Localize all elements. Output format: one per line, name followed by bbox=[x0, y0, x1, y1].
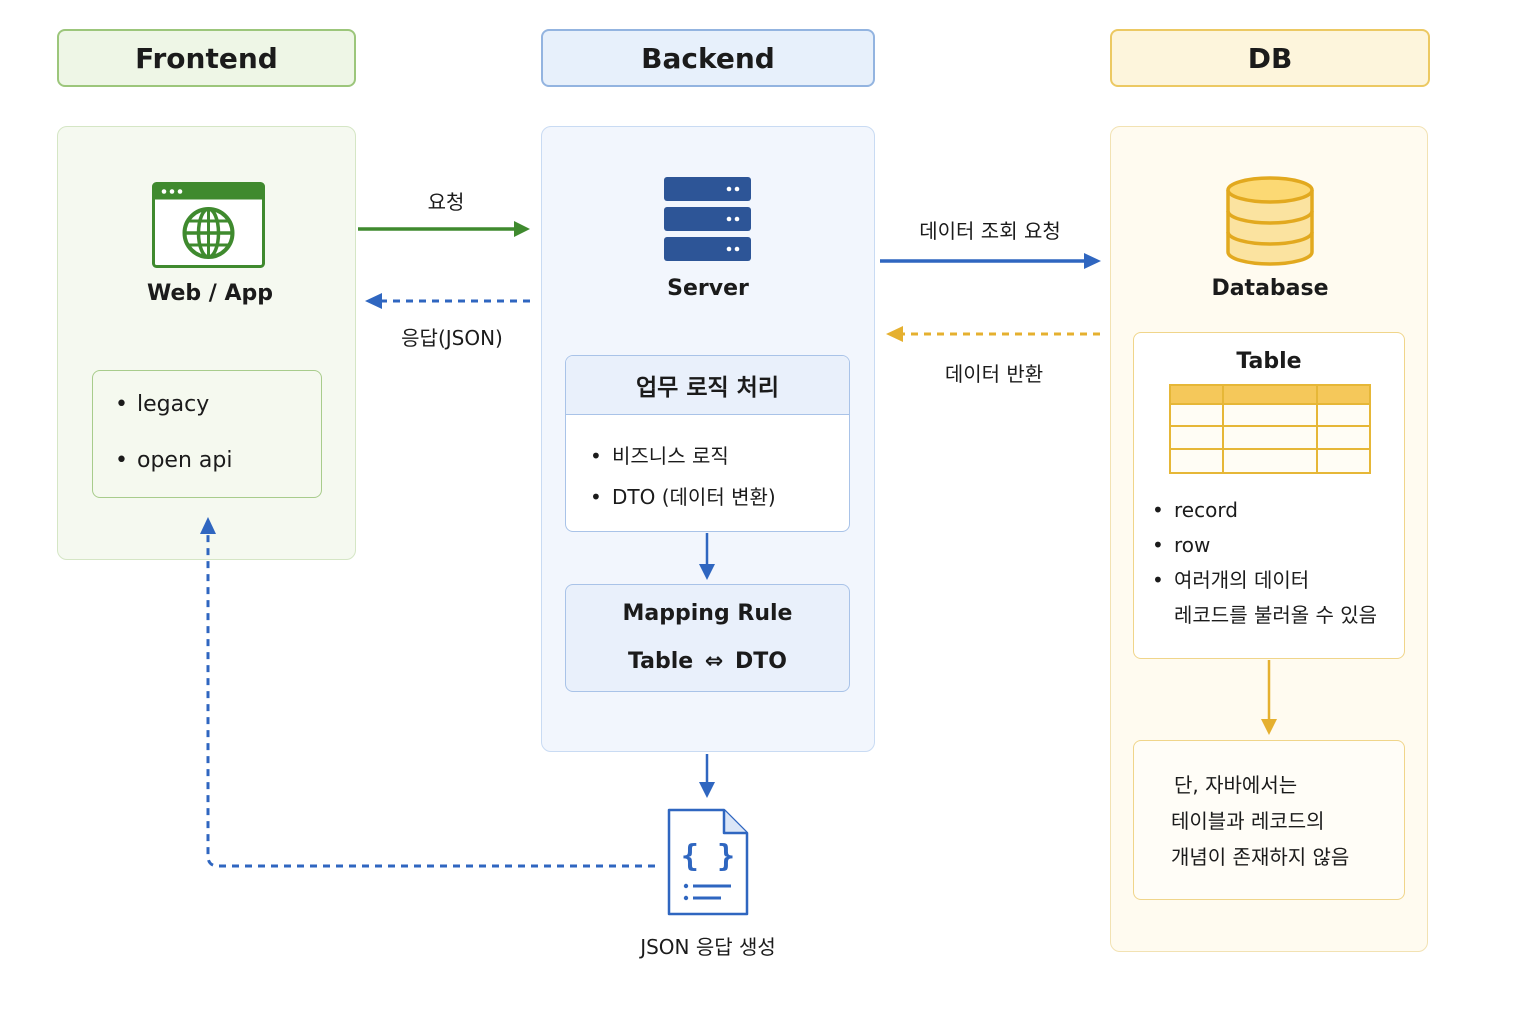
table-title: Table bbox=[1236, 349, 1302, 374]
server-label: Server bbox=[667, 276, 749, 301]
mapping-rule-formula: Table ⇔ DTO bbox=[566, 649, 849, 674]
list-item: 비즈니스 로직 bbox=[590, 436, 776, 477]
list-item: row bbox=[1152, 528, 1309, 563]
server-icon bbox=[664, 177, 751, 261]
list-item: legacy bbox=[115, 377, 232, 433]
note-line: 테이블과 레코드의 bbox=[1171, 809, 1325, 833]
note-line: 개념이 존재하지 않음 bbox=[1171, 845, 1350, 869]
business-logic-title: 업무 로직 처리 bbox=[566, 356, 849, 415]
table-list-continuation: 레코드를 불러올 수 있음 bbox=[1174, 603, 1378, 627]
business-logic-list: 비즈니스 로직 DTO (데이터 변환) bbox=[590, 436, 776, 518]
table-box: Table record row 여러개의 데이터 레코드를 불러올 수 있음 bbox=[1133, 332, 1405, 659]
database-label: Database bbox=[1211, 276, 1329, 301]
java-note-box: 단, 자바에서는 테이블과 레코드의 개념이 존재하지 않음 bbox=[1133, 740, 1405, 900]
mapping-rule-box: Mapping Rule Table ⇔ DTO bbox=[565, 584, 850, 692]
mapping-right: DTO bbox=[735, 649, 787, 674]
bidirectional-arrow-icon: ⇔ bbox=[704, 649, 724, 674]
db-header: DB bbox=[1110, 29, 1430, 87]
list-item: record bbox=[1152, 493, 1309, 528]
backend-to-json-arrow bbox=[699, 754, 715, 798]
json-generate-label: JSON 응답 생성 bbox=[640, 935, 776, 959]
mapping-rule-title: Mapping Rule bbox=[622, 601, 793, 626]
database-icon bbox=[1226, 176, 1314, 266]
backend-header: Backend bbox=[541, 29, 875, 87]
mapping-left: Table bbox=[628, 649, 694, 674]
list-item: open api bbox=[115, 433, 232, 489]
list-item: DTO (데이터 변환) bbox=[590, 477, 776, 518]
data-return-label: 데이터 반환 bbox=[944, 362, 1044, 386]
json-file-icon: { } bbox=[667, 808, 749, 916]
table-list: record row 여러개의 데이터 bbox=[1152, 493, 1309, 598]
note-line: 단, 자바에서는 bbox=[1174, 773, 1298, 797]
query-request-arrow bbox=[880, 253, 1101, 269]
json-to-frontend-arrow bbox=[200, 517, 655, 868]
business-logic-box: 업무 로직 처리 비즈니스 로직 DTO (데이터 변환) bbox=[565, 355, 850, 532]
query-request-label: 데이터 조회 요청 bbox=[919, 219, 1061, 243]
frontend-header: Frontend bbox=[57, 29, 356, 87]
frontend-list: legacy open api bbox=[115, 377, 232, 489]
request-arrow bbox=[358, 221, 530, 237]
table-to-note-arrow bbox=[1261, 660, 1277, 735]
data-return-arrow bbox=[886, 326, 1100, 342]
logic-to-mapping-arrow bbox=[699, 533, 715, 580]
browser-globe-icon bbox=[152, 182, 265, 268]
web-app-label: Web / App bbox=[146, 281, 274, 306]
svg-text:{ }: { } bbox=[681, 839, 735, 874]
table-grid-icon bbox=[1169, 384, 1371, 474]
response-label: 응답(JSON) bbox=[401, 326, 503, 350]
frontend-list-box: legacy open api bbox=[92, 370, 322, 498]
response-arrow bbox=[365, 293, 530, 309]
list-item: 여러개의 데이터 bbox=[1152, 563, 1309, 598]
request-label: 요청 bbox=[427, 190, 465, 214]
